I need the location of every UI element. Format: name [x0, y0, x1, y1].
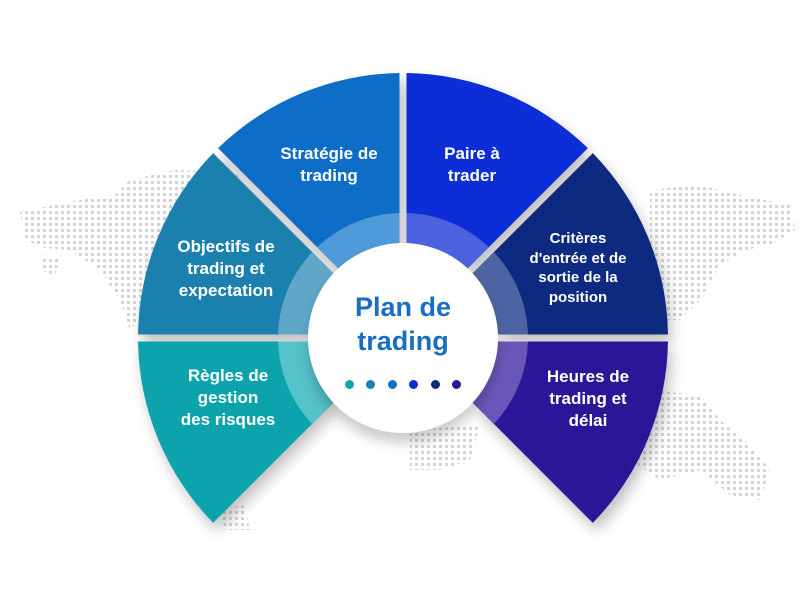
segment-label-paire: Paire à trader [412, 143, 532, 187]
segment-ring-strategie [317, 213, 400, 269]
segment-label-criteres: Critères d'entrée et de sortie de la positi… [518, 229, 638, 307]
dot-5 [430, 380, 440, 389]
segment-label-line: Heures de [546, 367, 630, 386]
segment-label-line: gestion [197, 388, 259, 408]
center-title-line-1: Plan de [354, 292, 452, 322]
dot-6 [451, 380, 461, 389]
segment-ring-paire [406, 213, 489, 269]
segment-ring-heures [472, 341, 528, 424]
segment-label-line: trader [447, 166, 497, 186]
dot-1 [345, 380, 354, 389]
center-title: Plan de trading [323, 290, 483, 358]
segment-strategie [218, 73, 400, 269]
segment-label-line: Stratégie de [280, 144, 378, 163]
segment-label-line: des risques [180, 410, 276, 430]
segment-ring-criteres [472, 252, 528, 335]
center-dots [345, 380, 461, 389]
segment-label-line: trading et [549, 389, 627, 409]
segment-label-line: d'entrée et de [529, 249, 627, 267]
segment-label-line: trading et [187, 259, 265, 279]
segment-label-strategie: Stratégie de trading [259, 143, 399, 187]
dot-2 [366, 380, 376, 389]
segment-label-line: délai [568, 411, 608, 431]
dot-4 [409, 380, 419, 389]
center-title-line-2: trading [357, 326, 449, 356]
segment-label-line: Paire à [444, 144, 500, 163]
segment-paire [406, 73, 588, 269]
segment-objectifs [138, 153, 334, 335]
segment-label-line: Critères [549, 230, 607, 247]
segment-label-line: expectation [178, 281, 274, 301]
dot-3 [387, 380, 397, 389]
segment-ring-objectifs [278, 252, 334, 335]
segment-label-line: trading [300, 166, 358, 186]
segment-label-line: sortie de la [538, 269, 618, 286]
segment-criteres [472, 153, 668, 335]
center-circle [308, 243, 498, 433]
segment-regles [138, 341, 334, 523]
segment-label-line: Règles de [187, 366, 269, 385]
segment-heures [472, 341, 668, 523]
segment-ring-regles [278, 341, 334, 424]
segment-label-line: position [548, 288, 608, 306]
segment-label-line: Objectifs de [177, 237, 275, 256]
